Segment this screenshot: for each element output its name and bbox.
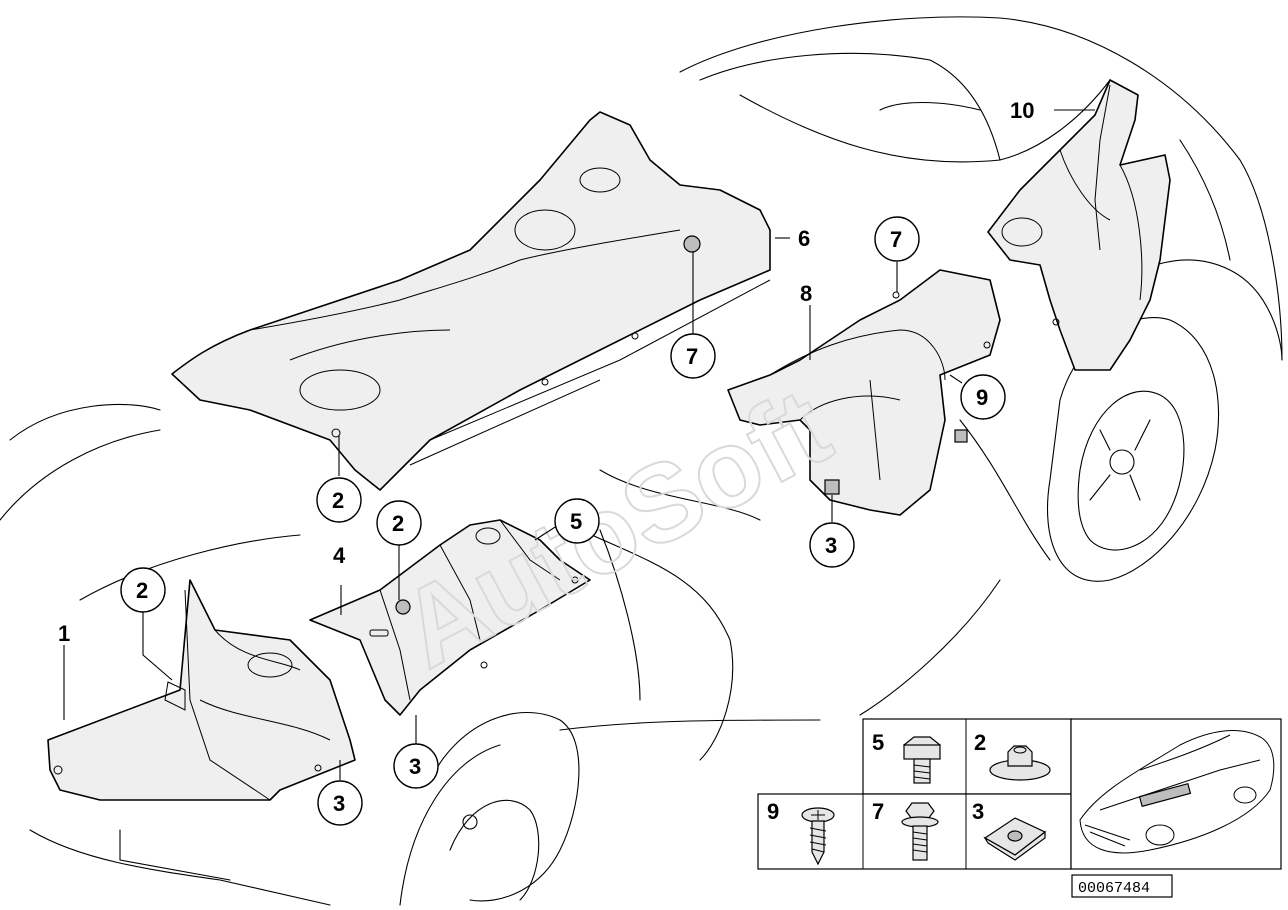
hardware-legend: 5 2 9 7 (757, 718, 1282, 870)
svg-text:2: 2 (136, 578, 148, 603)
self-tapping-screw-icon: 9 (767, 799, 835, 866)
svg-text:9: 9 (767, 799, 779, 824)
callout-2-left: 2 (120, 567, 166, 613)
callout-10: 10 (1010, 98, 1034, 123)
callout-2-tunnel: 2 (316, 477, 362, 523)
svg-text:4: 4 (333, 543, 346, 568)
rear-shield-part-8 (727, 269, 1001, 516)
nut-icon: 2 (974, 730, 1051, 781)
callout-7-rear: 7 (874, 216, 920, 262)
svg-text:00067484: 00067484 (1078, 880, 1150, 897)
svg-text:10: 10 (1010, 98, 1034, 123)
svg-text:7: 7 (872, 799, 884, 824)
svg-text:5: 5 (570, 509, 582, 534)
rear-shield-part-10 (987, 79, 1171, 371)
callout-8: 8 (800, 281, 812, 306)
svg-text:6: 6 (798, 226, 810, 251)
clip-nut-icon: 3 (972, 799, 1047, 861)
callout-3-rear: 3 (809, 522, 855, 568)
callout-3-center: 3 (393, 743, 439, 789)
svg-text:9: 9 (976, 385, 988, 410)
center-shield-part-4 (309, 519, 591, 716)
callout-7-tunnel: 7 (670, 333, 716, 379)
svg-text:3: 3 (972, 799, 984, 824)
callout-9: 9 (960, 374, 1006, 420)
hex-bolt-with-washer-icon: 7 (872, 799, 939, 861)
svg-text:3: 3 (409, 754, 421, 779)
front-left-shield-part-1 (47, 579, 356, 801)
svg-text:3: 3 (333, 791, 345, 816)
svg-text:2: 2 (332, 488, 344, 513)
svg-text:5: 5 (872, 730, 884, 755)
svg-text:3: 3 (825, 533, 837, 558)
callout-1: 1 (58, 621, 70, 646)
reference-number: 00067484 (1071, 874, 1173, 898)
callout-6: 6 (798, 226, 810, 251)
leader-lines (63, 109, 1095, 780)
svg-text:7: 7 (890, 227, 902, 252)
hex-bolt-icon: 5 (872, 730, 941, 784)
callout-2-center: 2 (376, 500, 422, 546)
callout-3-left: 3 (317, 780, 363, 826)
callout-4: 4 (333, 543, 346, 568)
svg-text:7: 7 (686, 344, 698, 369)
tunnel-heat-shield-part-6 (171, 111, 771, 491)
svg-text:2: 2 (392, 511, 404, 536)
svg-text:1: 1 (58, 621, 70, 646)
svg-text:8: 8 (800, 281, 812, 306)
callout-5: 5 (554, 498, 600, 544)
car-body-outline (0, 16, 1283, 906)
car-thumbnail (1079, 730, 1275, 854)
svg-text:2: 2 (974, 730, 986, 755)
